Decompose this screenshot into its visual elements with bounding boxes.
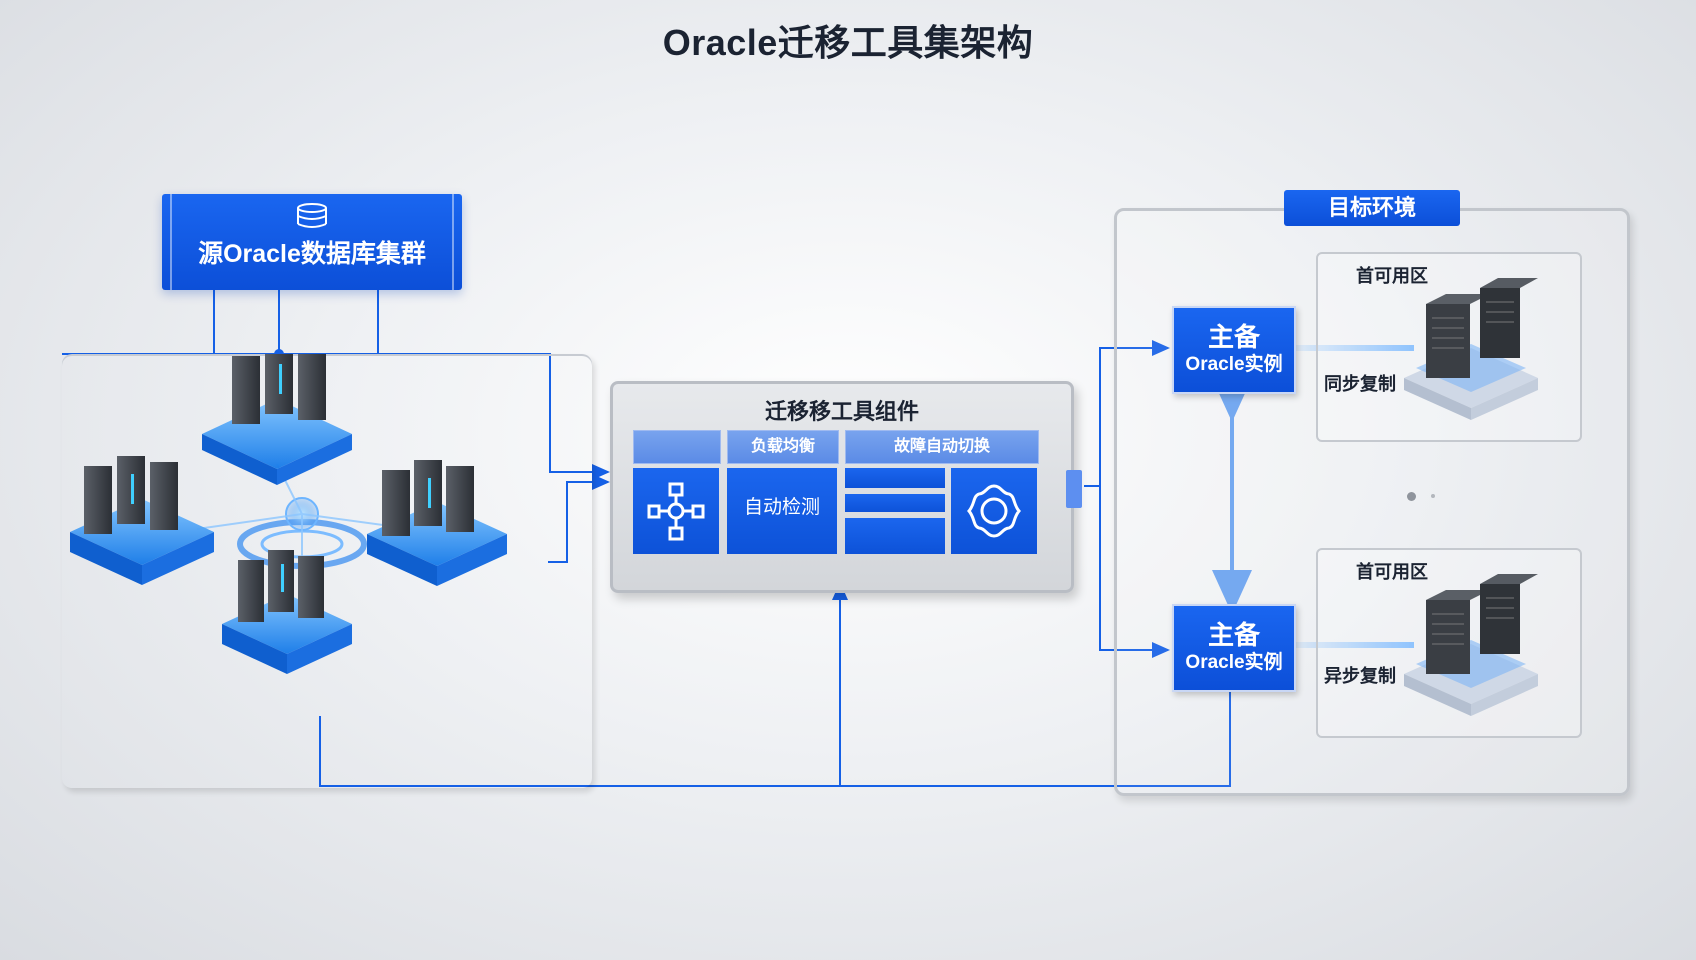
gear-icon xyxy=(967,484,1021,538)
database-icon xyxy=(162,202,462,232)
workflow-cell xyxy=(633,468,719,554)
auto-detect-label: 自动检测 xyxy=(743,497,820,518)
source-cluster-header: 源Oracle数据库集群 xyxy=(162,194,462,290)
availability-zone-1: 首可用区 同步复制 xyxy=(1316,252,1582,442)
server-cluster-illustration xyxy=(70,346,507,674)
tool-title: 迁移移工具组件 xyxy=(764,399,919,424)
instance-1-line2: Oracle实例 xyxy=(1185,354,1283,375)
tool-header-blank xyxy=(633,430,721,464)
zone-2-label: 首可用区 xyxy=(1356,562,1428,582)
primary-standby-instance-2: 主备 Oracle实例 xyxy=(1172,604,1296,692)
server-node-bottom xyxy=(222,550,352,674)
failover-bar-1 xyxy=(845,468,945,488)
tool-output-port xyxy=(1066,470,1082,508)
failover-bar-2 xyxy=(845,494,945,512)
decorative-dot xyxy=(1407,492,1416,501)
page-title: Oracle迁移工具集架构 xyxy=(662,22,1034,63)
source-cluster-label: 源Oracle数据库集群 xyxy=(198,240,426,268)
failover-bar-3 xyxy=(845,518,945,554)
server-rack-illustration-1 xyxy=(1404,278,1538,420)
server-node-left xyxy=(70,456,214,585)
server-node-top xyxy=(202,346,352,485)
load-balance-header: 负载均衡 xyxy=(727,430,839,464)
async-replication-label: 异步复制 xyxy=(1324,666,1396,686)
sync-replication-label: 同步复制 xyxy=(1324,374,1396,394)
instance-1-line1: 主备 xyxy=(1207,322,1260,352)
primary-standby-instance-1: 主备 Oracle实例 xyxy=(1172,306,1296,394)
settings-cell xyxy=(951,468,1037,554)
instance-2-line1: 主备 xyxy=(1207,620,1260,650)
failover-header: 故障自动切换 xyxy=(845,430,1039,464)
zone-1-label: 首可用区 xyxy=(1356,266,1428,286)
source-cluster-box xyxy=(62,346,592,788)
decorative-dot-small xyxy=(1431,494,1435,498)
instance-2-line2: Oracle实例 xyxy=(1185,652,1283,673)
target-environment-title: 目标环境 xyxy=(1284,190,1460,226)
migration-tool-component: 迁移移工具组件 负载均衡 故障自动切换 自动检测 xyxy=(610,381,1074,593)
server-rack-illustration-2 xyxy=(1404,574,1538,716)
availability-zone-2: 首可用区 异步复制 xyxy=(1316,548,1582,738)
auto-detect-cell: 自动检测 xyxy=(727,468,837,554)
workflow-icon xyxy=(647,482,705,541)
server-node-right xyxy=(367,460,507,586)
